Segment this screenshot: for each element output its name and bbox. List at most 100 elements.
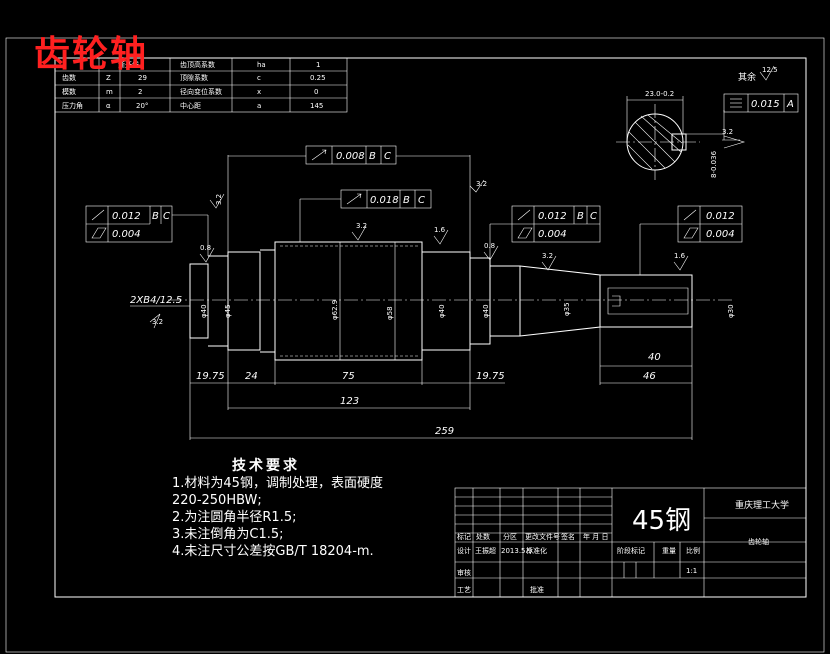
dia-1: φ40 [200,304,208,318]
tb-weight: 重量 [662,547,676,555]
tol-top-b: B [369,151,376,162]
tb-stage: 阶段标记 [617,546,645,555]
tol-left-b: B [152,211,159,222]
parameter-table: 渐开线 齿数 Z 29 顶隙系数 c 0.25 模数 m 2 径向变位系数 x … [54,57,348,113]
shaft-outline [189,241,693,361]
dim-259: 259 [435,426,454,437]
tb-scale: 1:1 [686,567,697,575]
material-label: 45钢 [632,506,692,536]
param-r0-f: 1 [316,61,320,69]
ra-3: 3.2 [356,222,367,230]
param-r3-f: 145 [310,102,323,110]
dia-5: φ40 [438,304,446,318]
ra-2: 3.2 [476,180,487,188]
tol-left-runout: 0.012 [112,211,141,222]
tb-process: 工艺 [457,586,471,594]
tol-left-c: C [163,211,170,222]
tol-right-runout: 0.012 [706,211,735,222]
dia-6: φ40 [482,304,490,318]
tb-check: 审核 [457,568,471,577]
rest-ra: 12.5 [762,66,778,74]
runout-gear-frame: 0.018 B C [299,189,432,242]
ra-9: 3.2 [152,318,163,326]
dim-19-75-right: 19.75 [476,371,505,382]
param-r1-c: 29 [138,74,147,82]
dia-8: φ30 [727,304,735,318]
param-r2-b: m [106,88,113,96]
param-r2-e: x [257,88,261,96]
tb-std: 标准化 [526,546,547,555]
tb-label-4: 签名 [561,532,575,541]
param-r3-a: 压力角 [62,101,83,110]
tb-approve: 批准 [530,585,544,594]
page-title: 齿轮轴 [34,33,149,75]
tb-design: 设计 [457,546,471,555]
tech-requirements: 技术要求 1.材料为45钢，调制处理，表面硬度 220-250HBW; 2.为注… [172,458,383,560]
tol-right-cyl: 0.004 [706,229,735,240]
tech-line-2: 220-250HBW; [172,493,262,508]
tb-label-3: 更改文件号 [525,532,560,541]
ra-6: 0.8 [484,242,495,250]
tol-mid-c: C [590,211,597,222]
dim-75: 75 [342,371,355,382]
tb-date: 2013.5.9 [501,547,532,555]
tb-label-0: 标记 [457,532,471,541]
tb-scale-label: 比例 [686,546,700,555]
tech-line-4: 3.未注倒角为C1.5; [172,527,284,542]
tol-right-frame: 0.012 0.004 [639,205,743,275]
param-r3-c: 20° [136,102,148,110]
dim-19-75-left: 19.75 [196,371,225,382]
tol-gear-c: C [418,195,425,206]
dimension-lines: 19.75 24 75 19.75 123 259 40 46 2XB4/12.… [130,295,693,440]
sym-val: 0.015 [751,99,780,110]
ra-5: 0.8 [200,244,211,252]
diameter-labels: φ40 φ45 φ62.9 φ58 φ40 φ40 φ35 φ30 [200,300,735,320]
inner-frame [54,57,807,598]
param-head-extra: 渐开线 [118,60,139,69]
tol-gear-b: B [403,195,410,206]
tol-mid-frame: 0.012 B C 0.004 [489,205,601,258]
param-r1-e: c [257,74,261,82]
section-view: 23.0-0.2 8-0.036 0.015 A 3.2 其余 12.5 [616,65,799,180]
tol-mid-cyl: 0.004 [538,229,567,240]
sym-datum: A [786,99,794,110]
dia-7: φ35 [563,302,571,316]
param-r2-c: 2 [138,88,142,96]
ra-1: 3.2 [215,194,223,205]
keyway-width: 23.0-0.2 [645,90,674,98]
rest-label: 其余 [738,71,756,83]
param-r3-e: a [257,102,261,110]
dia-3: φ62.9 [331,300,339,320]
tech-line-3: 2.为注圆角半径R1.5; [172,510,297,525]
dim-24: 24 [245,371,258,382]
param-r2-d: 径向变位系数 [180,87,222,96]
keyway-depth: 8-0.036 [710,150,718,178]
tb-part: 齿轮轴 [748,537,769,546]
tech-line-1: 1.材料为45钢，调制处理，表面硬度 [172,476,383,491]
tol-top-c: C [384,151,391,162]
tol-top-val: 0.008 [336,151,365,162]
tb-designer: 王振超 [475,546,496,555]
tol-mid-runout: 0.012 [538,211,567,222]
tol-mid-b: B [577,211,584,222]
roughness-marks: 3.2 3.2 3.2 1.6 0.8 0.8 3.2 1.6 3.2 [149,179,689,329]
tb-label-1: 处数 [476,532,490,541]
tol-left-frame: 0.012 B C 0.004 [85,205,209,256]
title-block: 标记 处数 分区 更改文件号 签名 年 月 日 设计 王振超 2013.5.9 … [454,487,807,598]
dim-40: 40 [648,352,661,363]
tb-label-5: 年 月 日 [583,532,608,541]
outer-frame [5,37,825,653]
param-r2-f: 0 [314,88,318,96]
param-r1-b: Z [106,74,111,82]
tol-gear-val: 0.018 [370,195,399,206]
param-r1-d: 顶隙系数 [180,73,208,82]
tb-label-2: 分区 [503,532,517,541]
param-r2-a: 模数 [62,87,76,96]
ra-key: 3.2 [722,128,733,136]
param-r0-e: ha [257,61,266,69]
ra-8: 1.6 [674,252,686,260]
dim-123: 123 [340,396,359,407]
param-r0-d: 齿顶高系数 [180,60,215,69]
tol-left-cyl: 0.004 [112,229,141,240]
